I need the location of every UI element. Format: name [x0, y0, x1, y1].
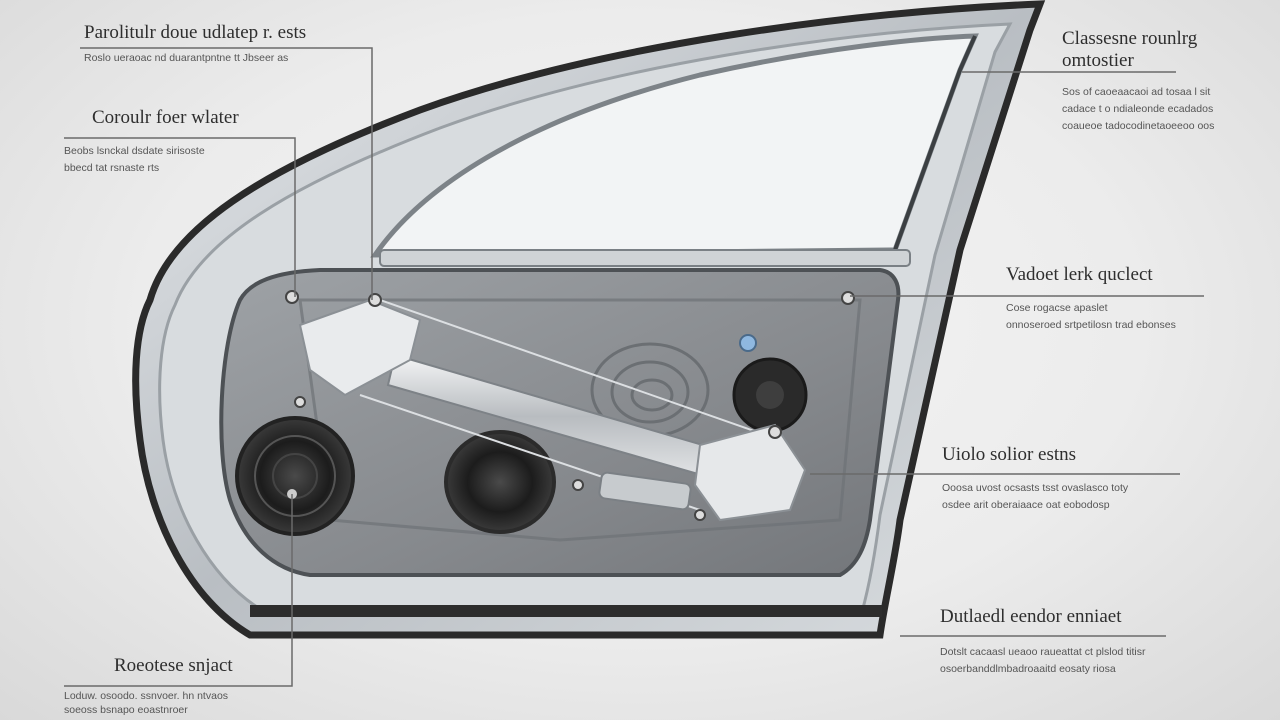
bolt — [694, 509, 706, 521]
callout-top-right: Classesne rounlrg omtostier Sos of caoea… — [1062, 28, 1262, 135]
callout-desc: Ooosa uvost ocsasts tsst ovaslasco toty … — [942, 482, 1129, 511]
speaker-medium — [444, 430, 556, 534]
callout-mid-right-2: Uiolo solior estns Ooosa uvost ocsasts t… — [942, 444, 1242, 514]
callout-bottom-right: Dutlaedl eendor enniaet Dotslt cacaasl u… — [940, 606, 1240, 678]
speaker-tweeter — [732, 357, 808, 433]
callout-title: Vadoet lerk quclect — [1006, 264, 1153, 285]
leader-top-left — [80, 47, 373, 300]
leader-lines — [64, 47, 1204, 687]
bolt — [572, 479, 584, 491]
door-sill — [250, 605, 882, 617]
bolt — [841, 291, 855, 305]
belt-line-rail — [379, 249, 911, 267]
callout-desc: Beobs lsnckal dsdate sirisoste bbecd tat… — [64, 145, 205, 174]
bolt — [285, 290, 299, 304]
callout-title: Dutlaedl eendor enniaet — [940, 606, 1122, 627]
callout-bottom-left: Roeotese snjact Loduw. osoodo. ssnvoer. … — [64, 655, 304, 717]
regulator-motor — [598, 471, 692, 511]
callout-title: Roeotese snjact — [114, 655, 233, 676]
callout-desc: Roslo ueraoac nd duarantpntne tt Jbseer … — [84, 52, 289, 64]
leader-upper-left — [64, 137, 296, 297]
leader-bottom-left — [64, 494, 293, 687]
regulator-cable-upper — [379, 299, 781, 441]
callout-title: Uiolo solior estns — [942, 444, 1077, 465]
callout-desc: Cose rogacse apaslet onnoseroed srtpetil… — [1006, 302, 1176, 331]
callout-title: Parolitulr doue udlatep r. ests — [84, 22, 307, 43]
speaker-large — [235, 416, 355, 536]
callout-top-left: Parolitulr doue udlatep r. ests Roslo ue… — [84, 22, 384, 67]
callout-title: Coroulr foer wlater — [92, 107, 239, 128]
accent-plug — [739, 334, 757, 352]
bolt — [294, 396, 306, 408]
bolt — [768, 425, 782, 439]
callout-desc: Sos of caoeaacaoi ad tosaa l sit cadace … — [1062, 86, 1215, 132]
callout-title: Classesne rounlrg omtostier — [1062, 28, 1198, 71]
window-regulator — [285, 290, 855, 522]
callout-desc: Dotslt cacaasl ueaoo raueattat ct plslod… — [940, 646, 1146, 675]
callout-upper-left: Coroulr foer wlater Beobs lsnckal dsdate… — [64, 107, 294, 177]
callout-desc: Loduw. osoodo. ssnvoer. hn ntvaos soeoss… — [64, 690, 229, 716]
bolt — [368, 293, 382, 307]
window-glass — [370, 33, 979, 258]
callout-mid-right-1: Vadoet lerk quclect Cose rogacse apaslet… — [1006, 264, 1256, 334]
window-channel — [893, 35, 977, 251]
